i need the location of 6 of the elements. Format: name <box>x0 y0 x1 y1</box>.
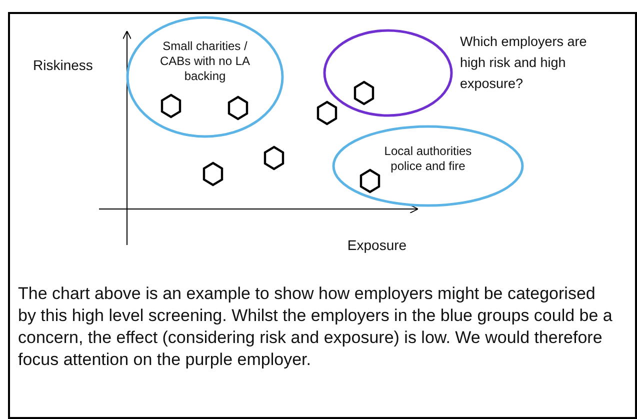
caption-paragraph: The chart above is an example to show how employers might be categorised by this high level screening. Whilst the employers in the blue groups could be a concern, the effect (considering risk and exposure) is low. We would therefore focus attention on the purple employer. <box>18 283 614 371</box>
group-label: Local authorities police and fire <box>383 144 473 174</box>
group-label: Small charities / CABs with no LA backing <box>158 39 252 84</box>
axis-title: Riskiness <box>33 56 94 74</box>
question-note: Which employers are high risk and high exposure? <box>460 33 588 93</box>
axis-title: Exposure <box>346 236 408 254</box>
